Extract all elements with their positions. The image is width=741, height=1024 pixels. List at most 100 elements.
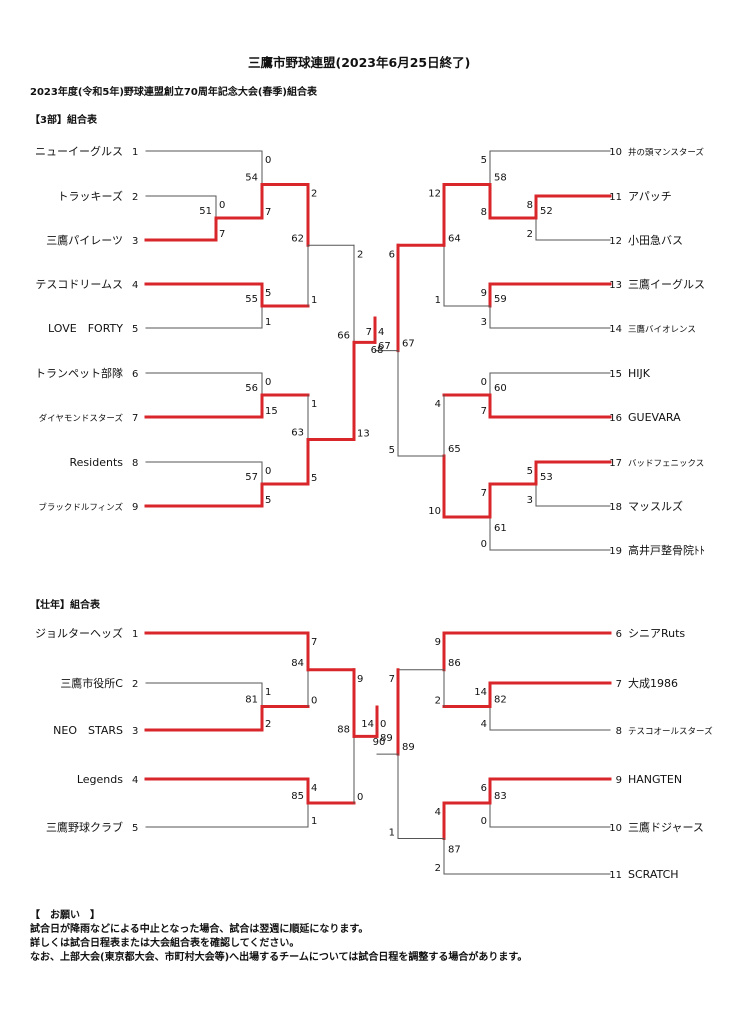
div3-seed-12: 12 xyxy=(609,236,622,247)
div3-g65-score-a: 4 xyxy=(435,399,441,410)
div3-team-1: ニューイーグルス xyxy=(35,144,123,158)
div3-g57-score-b: 5 xyxy=(265,495,271,506)
sen-g88-no: 88 xyxy=(337,724,350,735)
div3-g56-score-b: 15 xyxy=(265,406,278,417)
sen-g87-score-b: 2 xyxy=(435,863,441,874)
div3-g56-score-a: 0 xyxy=(265,377,271,388)
sen-seed-6: 6 xyxy=(616,629,622,640)
div3-g52-score-a: 8 xyxy=(527,200,533,211)
sen-g84-score-a: 7 xyxy=(311,637,317,648)
div3-seed-18: 18 xyxy=(609,502,622,513)
div3-final-left-score: 7 xyxy=(366,327,372,338)
div3-g66-score-b: 13 xyxy=(357,429,370,440)
sen-g84-score-b: 0 xyxy=(311,696,317,707)
sen-semi-no: 89 xyxy=(380,733,393,744)
sen-seed-8: 8 xyxy=(616,726,622,737)
div3-g58-score-a: 5 xyxy=(481,155,487,166)
div3-g63-no: 63 xyxy=(291,428,304,439)
div3-seed-19: 19 xyxy=(609,546,622,557)
div3-g67-score-b: 5 xyxy=(389,445,395,456)
div3-seed-8: 8 xyxy=(132,458,138,469)
div3-final-right-score: 4 xyxy=(378,327,384,338)
div3-g57-no: 57 xyxy=(245,472,258,483)
div3-g58-no: 58 xyxy=(494,173,507,184)
sen-g85-no: 85 xyxy=(291,791,304,802)
sen-team-4: Legends xyxy=(77,773,123,786)
sen-team-2: 三鷹市役所C xyxy=(60,676,123,690)
sen-seed-2: 2 xyxy=(132,679,138,690)
sen-g89-no: 89 xyxy=(402,742,415,753)
div3-seed-9: 9 xyxy=(132,502,138,513)
div3-g60-score-b: 7 xyxy=(481,406,487,417)
div3-team-2: トラッキーズ xyxy=(58,189,123,203)
div3-seed-17: 17 xyxy=(609,458,622,469)
div3-team-18: マッスルズ xyxy=(628,499,683,513)
div3-g60-score-a: 0 xyxy=(481,377,487,388)
div3-team-17: バッドフェニックス xyxy=(628,459,704,469)
div3-g51-score-b: 7 xyxy=(219,229,225,240)
div3-team-7: ダイヤモンドスターズ xyxy=(39,413,124,424)
div3-seed-4: 4 xyxy=(132,280,138,291)
div3-seed-16: 16 xyxy=(609,413,622,424)
div3-seed-1: 1 xyxy=(132,147,138,158)
div3-g52-no: 52 xyxy=(540,206,553,217)
div3-g64-no: 64 xyxy=(448,233,461,244)
div3-team-11: アパッチ xyxy=(628,190,672,203)
div3-g64-score-a: 12 xyxy=(428,189,441,200)
sen-g87-score-a: 4 xyxy=(435,807,441,818)
div3-g61-score-b: 0 xyxy=(481,539,487,550)
sen-g85-score-a: 4 xyxy=(311,783,317,794)
div3-g60-no: 60 xyxy=(494,383,507,394)
notice-box: 【 お願い 】 試合日が降雨などによる中止となった場合、試合は翌週に順延になりま… xyxy=(30,909,527,965)
div3-g54-score-a: 0 xyxy=(265,155,271,166)
sen-seed-11: 11 xyxy=(609,870,622,881)
div3-g58-score-b: 8 xyxy=(481,207,487,218)
div3-g52-score-b: 2 xyxy=(527,229,533,240)
div3-team-8: Residents xyxy=(70,456,124,469)
div3-team-6: トランペット部隊 xyxy=(35,366,123,380)
div3-g56-no: 56 xyxy=(245,383,258,394)
sen-team-9: HANGTEN xyxy=(628,773,682,786)
sen-team-5: 三鷹野球クラブ xyxy=(46,820,123,834)
div3-seed-5: 5 xyxy=(132,324,138,335)
sen-g82-score-b: 4 xyxy=(481,719,487,730)
sen-g85-score-b: 1 xyxy=(311,816,317,827)
notice-heading: 【 お願い 】 xyxy=(30,910,100,921)
div3-g67-no: 67 xyxy=(402,339,415,350)
div3-g53-score-b: 3 xyxy=(527,495,533,506)
div3-heading: 【3部】組合表 xyxy=(30,115,97,126)
div3-team-13: 三鷹イーグルス xyxy=(628,277,705,291)
sen-g83-score-b: 0 xyxy=(481,816,487,827)
div3-seed-3: 3 xyxy=(132,236,138,247)
div3-g63-score-b: 5 xyxy=(311,473,317,484)
div3-team-3: 三鷹パイレーツ xyxy=(46,233,123,247)
div3-g55-score-b: 1 xyxy=(265,317,271,328)
sen-g82-score-a: 14 xyxy=(474,687,487,698)
div3-g57-score-a: 0 xyxy=(265,466,271,477)
div3-seed-10: 10 xyxy=(609,147,622,158)
div3-team-15: HIJK xyxy=(628,367,651,380)
div3-g61-no: 61 xyxy=(494,523,507,534)
div3-g62-no: 62 xyxy=(291,233,304,244)
sen-g88-score-b: 0 xyxy=(357,792,363,803)
sen-team-6: シニアRuts xyxy=(628,627,685,640)
sen-seed-10: 10 xyxy=(609,823,622,834)
sen-team-8: テスコオールスターズ xyxy=(628,726,713,737)
div3-g64-score-b: 1 xyxy=(435,295,441,306)
div3-semi-no: 67 xyxy=(378,341,391,352)
div3-seed-7: 7 xyxy=(132,413,138,424)
div3-team-12: 小田急バス xyxy=(628,233,683,247)
div3-team-5: LOVE FORTY xyxy=(48,322,123,335)
sen-team-7: 大成1986 xyxy=(628,676,678,690)
div3-g65-no: 65 xyxy=(448,444,461,455)
sen-g89-score-a: 7 xyxy=(389,674,395,685)
sen-g89-score-b: 1 xyxy=(389,828,395,839)
div3-seed-15: 15 xyxy=(609,369,622,380)
page-subtitle: 2023年度(令和5年)野球連盟創立70周年記念大会(春季)組合表 xyxy=(30,87,317,98)
sen-g81-no: 81 xyxy=(245,695,258,706)
div3-g61-score-a: 7 xyxy=(481,488,487,499)
div3-team-4: テスコドリームス xyxy=(35,278,123,291)
notice-line-2: 詳しくは試合日程表または大会組合表を確認してください。 xyxy=(30,938,300,949)
div3-seed-11: 11 xyxy=(609,192,622,203)
sen-g82-no: 82 xyxy=(494,695,507,706)
